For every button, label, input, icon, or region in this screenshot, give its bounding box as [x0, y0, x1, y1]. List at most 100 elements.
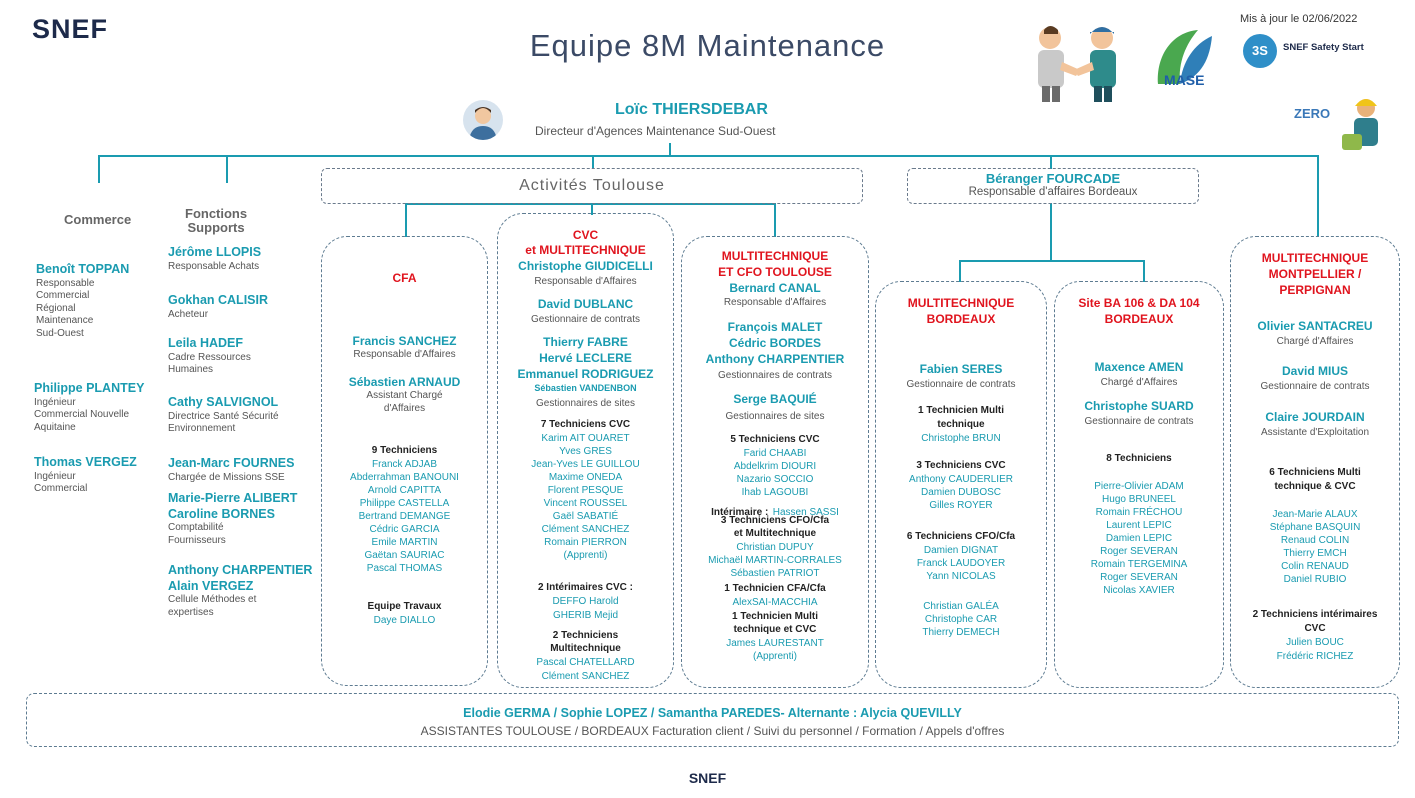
- column-title: PERPIGNAN: [1279, 283, 1351, 297]
- tech-name: Roger SEVERAN: [1100, 546, 1178, 557]
- travaux-title: Equipe Travaux: [367, 601, 442, 612]
- tech-name: Romain PIERRON: [544, 537, 627, 548]
- tech-name: Roger SEVERAN: [1100, 572, 1178, 583]
- commerce-connector: [98, 155, 100, 183]
- site-ba-column: Site BA 106 & DA 104 BORDEAUX Maxence AM…: [1054, 281, 1224, 688]
- toulouse-header: Activités Toulouse: [321, 168, 863, 204]
- interim-title: CVC: [1304, 623, 1326, 634]
- manager-name: Bernard CANAL: [729, 281, 821, 295]
- tech-name: Bertrand DEMANGE: [358, 511, 451, 522]
- safety-start-label: SNEF Safety Start: [1283, 42, 1364, 53]
- bordeaux-manager-name: Béranger FOURCADE: [985, 171, 1121, 186]
- cfo-tech-name: Christian DUPUY: [736, 542, 814, 553]
- person-role: Ingénieur: [34, 470, 76, 482]
- cfo-name: Christophe CAR: [924, 614, 998, 625]
- contracts-name: David MIUS: [1281, 364, 1348, 378]
- tech-name: Jean-Marie ALAUX: [1272, 509, 1358, 520]
- tech-name: Romain TERGEMINA: [1090, 559, 1188, 570]
- tech-name: Abderrahman BANOUNI: [350, 472, 459, 483]
- bordeaux-connector: [1050, 155, 1052, 169]
- person-role: expertises: [168, 606, 214, 618]
- director-avatar: [463, 100, 503, 140]
- tech-name: Nazario SOCCIO: [736, 474, 814, 485]
- site-manager-name: Thierry FABRE: [543, 335, 628, 349]
- cfo-connector: [774, 203, 776, 237]
- tech-name: Thierry EMCH: [1283, 548, 1347, 559]
- person-role: Comptabilité: [168, 522, 224, 534]
- cfo-name: Damien DIGNAT: [923, 545, 999, 556]
- sites-role: Gestionnaires de sites: [725, 411, 825, 422]
- zero-label: ZERO: [1294, 106, 1331, 121]
- contracts-role: Gestionnaire de contrats: [531, 314, 640, 325]
- tech-name: Renaud COLIN: [1280, 535, 1350, 546]
- commerce-person: Thomas VERGEZ Ingénieur Commercial: [34, 455, 137, 496]
- supports-title-line: Fonctions: [185, 206, 248, 221]
- mase-label: MASE: [1164, 72, 1205, 88]
- contracts-role: Gestionnaires de contrats: [718, 370, 832, 381]
- tech-name: Pierre-Olivier ADAM: [1094, 481, 1184, 492]
- tech-name: Hugo BRUNEEL: [1102, 494, 1176, 505]
- tech-name: Laurent LEPIC: [1106, 520, 1172, 531]
- tech-name: Philippe CASTELLA: [359, 498, 450, 509]
- person-role: Commercial: [36, 290, 90, 302]
- contracts-name: Christophe SUARD: [1084, 399, 1194, 413]
- person-role: Maintenance: [36, 315, 94, 327]
- mt-bordeaux-connector: [959, 260, 961, 282]
- page-title: Equipe 8M Maintenance: [529, 28, 886, 63]
- tech-name: Cédric GARCIA: [369, 524, 440, 535]
- multi-title: 1 Technicien Multi: [732, 611, 818, 622]
- multi-title: 1 Technicien Multi: [918, 405, 1004, 416]
- cfo-name: Franck LAUDOYER: [916, 558, 1006, 569]
- tech-group-title: 6 Techniciens Multi: [1269, 467, 1361, 478]
- manager-role: Responsable d'Affaires: [353, 349, 456, 360]
- assistant-role: d'Affaires: [383, 403, 426, 414]
- person-name: Benoît TOPPAN: [36, 262, 130, 276]
- tech-name: Pascal THOMAS: [366, 563, 443, 574]
- multi-name: James LAURESTANT: [726, 638, 824, 649]
- interim-name: Hassen SASSI: [772, 507, 839, 518]
- column-title: MULTITECHNIQUE: [907, 296, 1015, 310]
- bordeaux-branch-down: [1050, 203, 1052, 261]
- column-title: BORDEAUX: [926, 312, 996, 326]
- tech-name: Abdelkrim DIOURI: [733, 461, 817, 472]
- person-name: Alain VERGEZ: [168, 578, 254, 593]
- person-name: Jérôme LLOPIS: [168, 245, 262, 259]
- handshake-illustration: [1022, 18, 1132, 104]
- bordeaux-column: MULTITECHNIQUE BORDEAUX Fabien SERES Ges…: [875, 281, 1047, 688]
- multi-title: technique: [937, 419, 985, 430]
- tech-group-title: 8 Techniciens: [1106, 453, 1172, 464]
- assistants-names: Elodie GERMA / Sophie LOPEZ / Samantha P…: [463, 706, 962, 720]
- column-title: BORDEAUX: [1104, 312, 1174, 326]
- multi-name: Pascal CHATELLARD: [536, 657, 635, 668]
- cvc-connector: [591, 203, 593, 215]
- person-role: Directrice Santé Sécurité: [168, 410, 279, 422]
- bordeaux-manager-role: Responsable d'affaires Bordeaux: [968, 186, 1138, 198]
- site-ba-connector: [1143, 260, 1145, 282]
- sites-role: Gestionnaires de sites: [536, 398, 635, 409]
- person-role: Cadre Ressources: [168, 351, 251, 363]
- manager-name: Olivier SANTACREU: [1257, 319, 1373, 333]
- tech-name: Arnold CAPITTA: [367, 485, 442, 496]
- supports-title: Fonctions Supports: [185, 207, 247, 234]
- tech-name: Gaëtan SAURIAC: [364, 550, 445, 561]
- cfa-connector: [405, 203, 407, 237]
- interim-title: 2 Intérimaires CVC :: [537, 582, 634, 593]
- manager-name: Fabien SERES: [919, 362, 1003, 376]
- director-connector: [669, 143, 671, 155]
- tech-name: Colin RENAUD: [1281, 561, 1349, 572]
- interim-name: DEFFO Harold: [552, 596, 619, 607]
- person-name: Marie-Pierre ALIBERT: [168, 491, 298, 505]
- cfa-title: 1 Technicien CFA/Cfa: [724, 583, 826, 594]
- site-manager-name: Sébastien VANDENBON: [534, 383, 637, 393]
- commerce-person: Philippe PLANTEY Ingénieur Commercial No…: [34, 381, 144, 434]
- director-role: Directeur d'Agences Maintenance Sud-Oues…: [535, 124, 776, 138]
- cvc-name: Damien DUBOSC: [920, 487, 1002, 498]
- tech-name: Franck ADJAB: [371, 459, 438, 470]
- assistant-name: Sébastien ARNAUD: [348, 375, 461, 389]
- person-name: Gokhan CALISIR: [168, 293, 269, 307]
- contracts-role: Gestionnaire de contrats: [1260, 381, 1370, 392]
- person-role: Commercial: [34, 483, 88, 495]
- tech-name: Florent PESQUE: [547, 485, 624, 496]
- support-person: Gokhan CALISIR Acheteur: [168, 293, 268, 321]
- assistant-role: Assistante d'Exploitation: [1260, 427, 1370, 438]
